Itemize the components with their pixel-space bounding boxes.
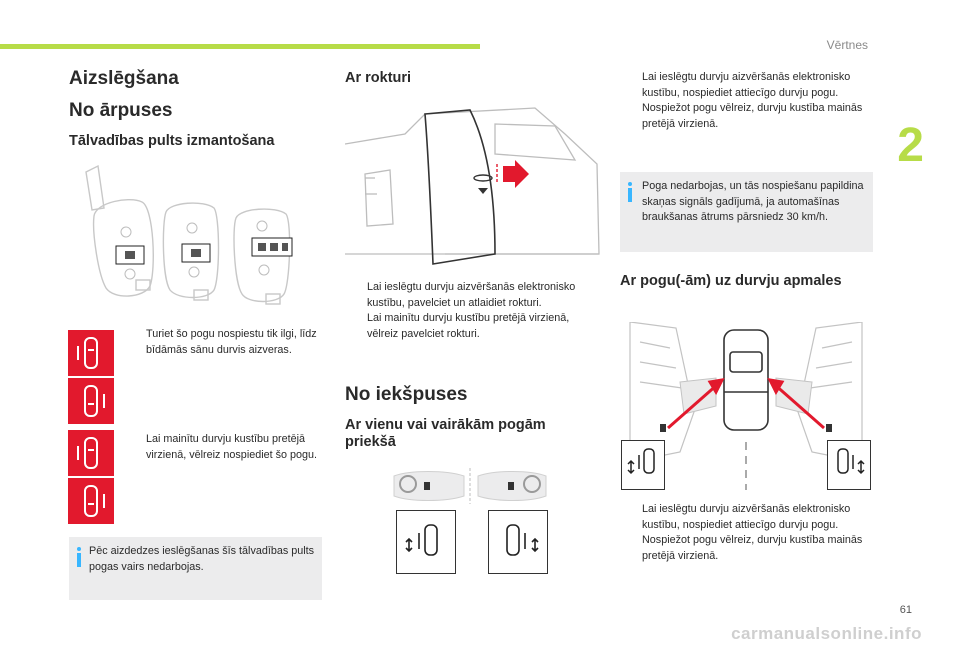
header-accent-bar (0, 44, 480, 49)
dashboard-buttons-illustration (393, 468, 547, 504)
heading-front-buttons: Ar vienu vai vairākām pogām priekšā (345, 417, 546, 451)
left-door-frame-button-icon (621, 440, 665, 490)
info-icon (77, 547, 81, 567)
door-reverse-button-icon (68, 430, 114, 476)
heading-door-frame-buttons: Ar pogu(-ām) uz durvju apmales (620, 273, 842, 289)
instruction-reverse-direction: Lai mainītu durvju kustību pretējā virzi… (146, 433, 318, 461)
section-label: Vērtnes (826, 38, 868, 52)
page-number: 61 (899, 604, 912, 616)
info-note: Pēc aizdedzes ieslēgšanas šīs tālvadības… (69, 537, 322, 600)
speed-warning-note: Poga nedarbojas, un tās nospiešanu papil… (620, 172, 873, 252)
door-frame-instructions: Lai ieslēgtu durvju aizvēršanās elektron… (642, 503, 863, 562)
heading-remote: Tālvadības pults izmantošana (69, 133, 275, 149)
handle-instructions: Lai ieslēgtu durvju aizvēršanās elektron… (367, 281, 576, 340)
door-close-button-icon (68, 378, 114, 424)
right-door-button-icon (488, 510, 548, 574)
chapter-number: 2 (897, 119, 924, 172)
watermark: carmanualsonline.info (731, 624, 922, 643)
section-title-outside: No ārpuses (69, 100, 173, 121)
door-close-button-icon (68, 330, 114, 376)
door-reverse-button-icon (68, 478, 114, 524)
heading-handle: Ar rokturi (345, 70, 412, 86)
door-frame-buttons-illustration (629, 322, 863, 490)
right-door-frame-button-icon (827, 440, 871, 490)
front-button-instructions: Lai ieslēgtu durvju aizvēršanās elektron… (642, 71, 863, 130)
left-door-button-icon (396, 510, 456, 574)
van-side-door-illustration (345, 107, 600, 265)
info-note-text: Pēc aizdedzes ieslēgšanas šīs tālvadības… (89, 545, 315, 573)
instruction-hold-button: Turiet šo pogu nospiestu tik ilgi, līdz … (146, 328, 317, 356)
speed-warning-text: Poga nedarbojas, un tās nospiešanu papil… (642, 180, 864, 224)
section-title-inside: No iekšpuses (345, 384, 468, 405)
page-title: Aizslēgšana (69, 68, 179, 89)
info-icon (628, 182, 632, 202)
remote-keys-illustration (85, 164, 293, 305)
